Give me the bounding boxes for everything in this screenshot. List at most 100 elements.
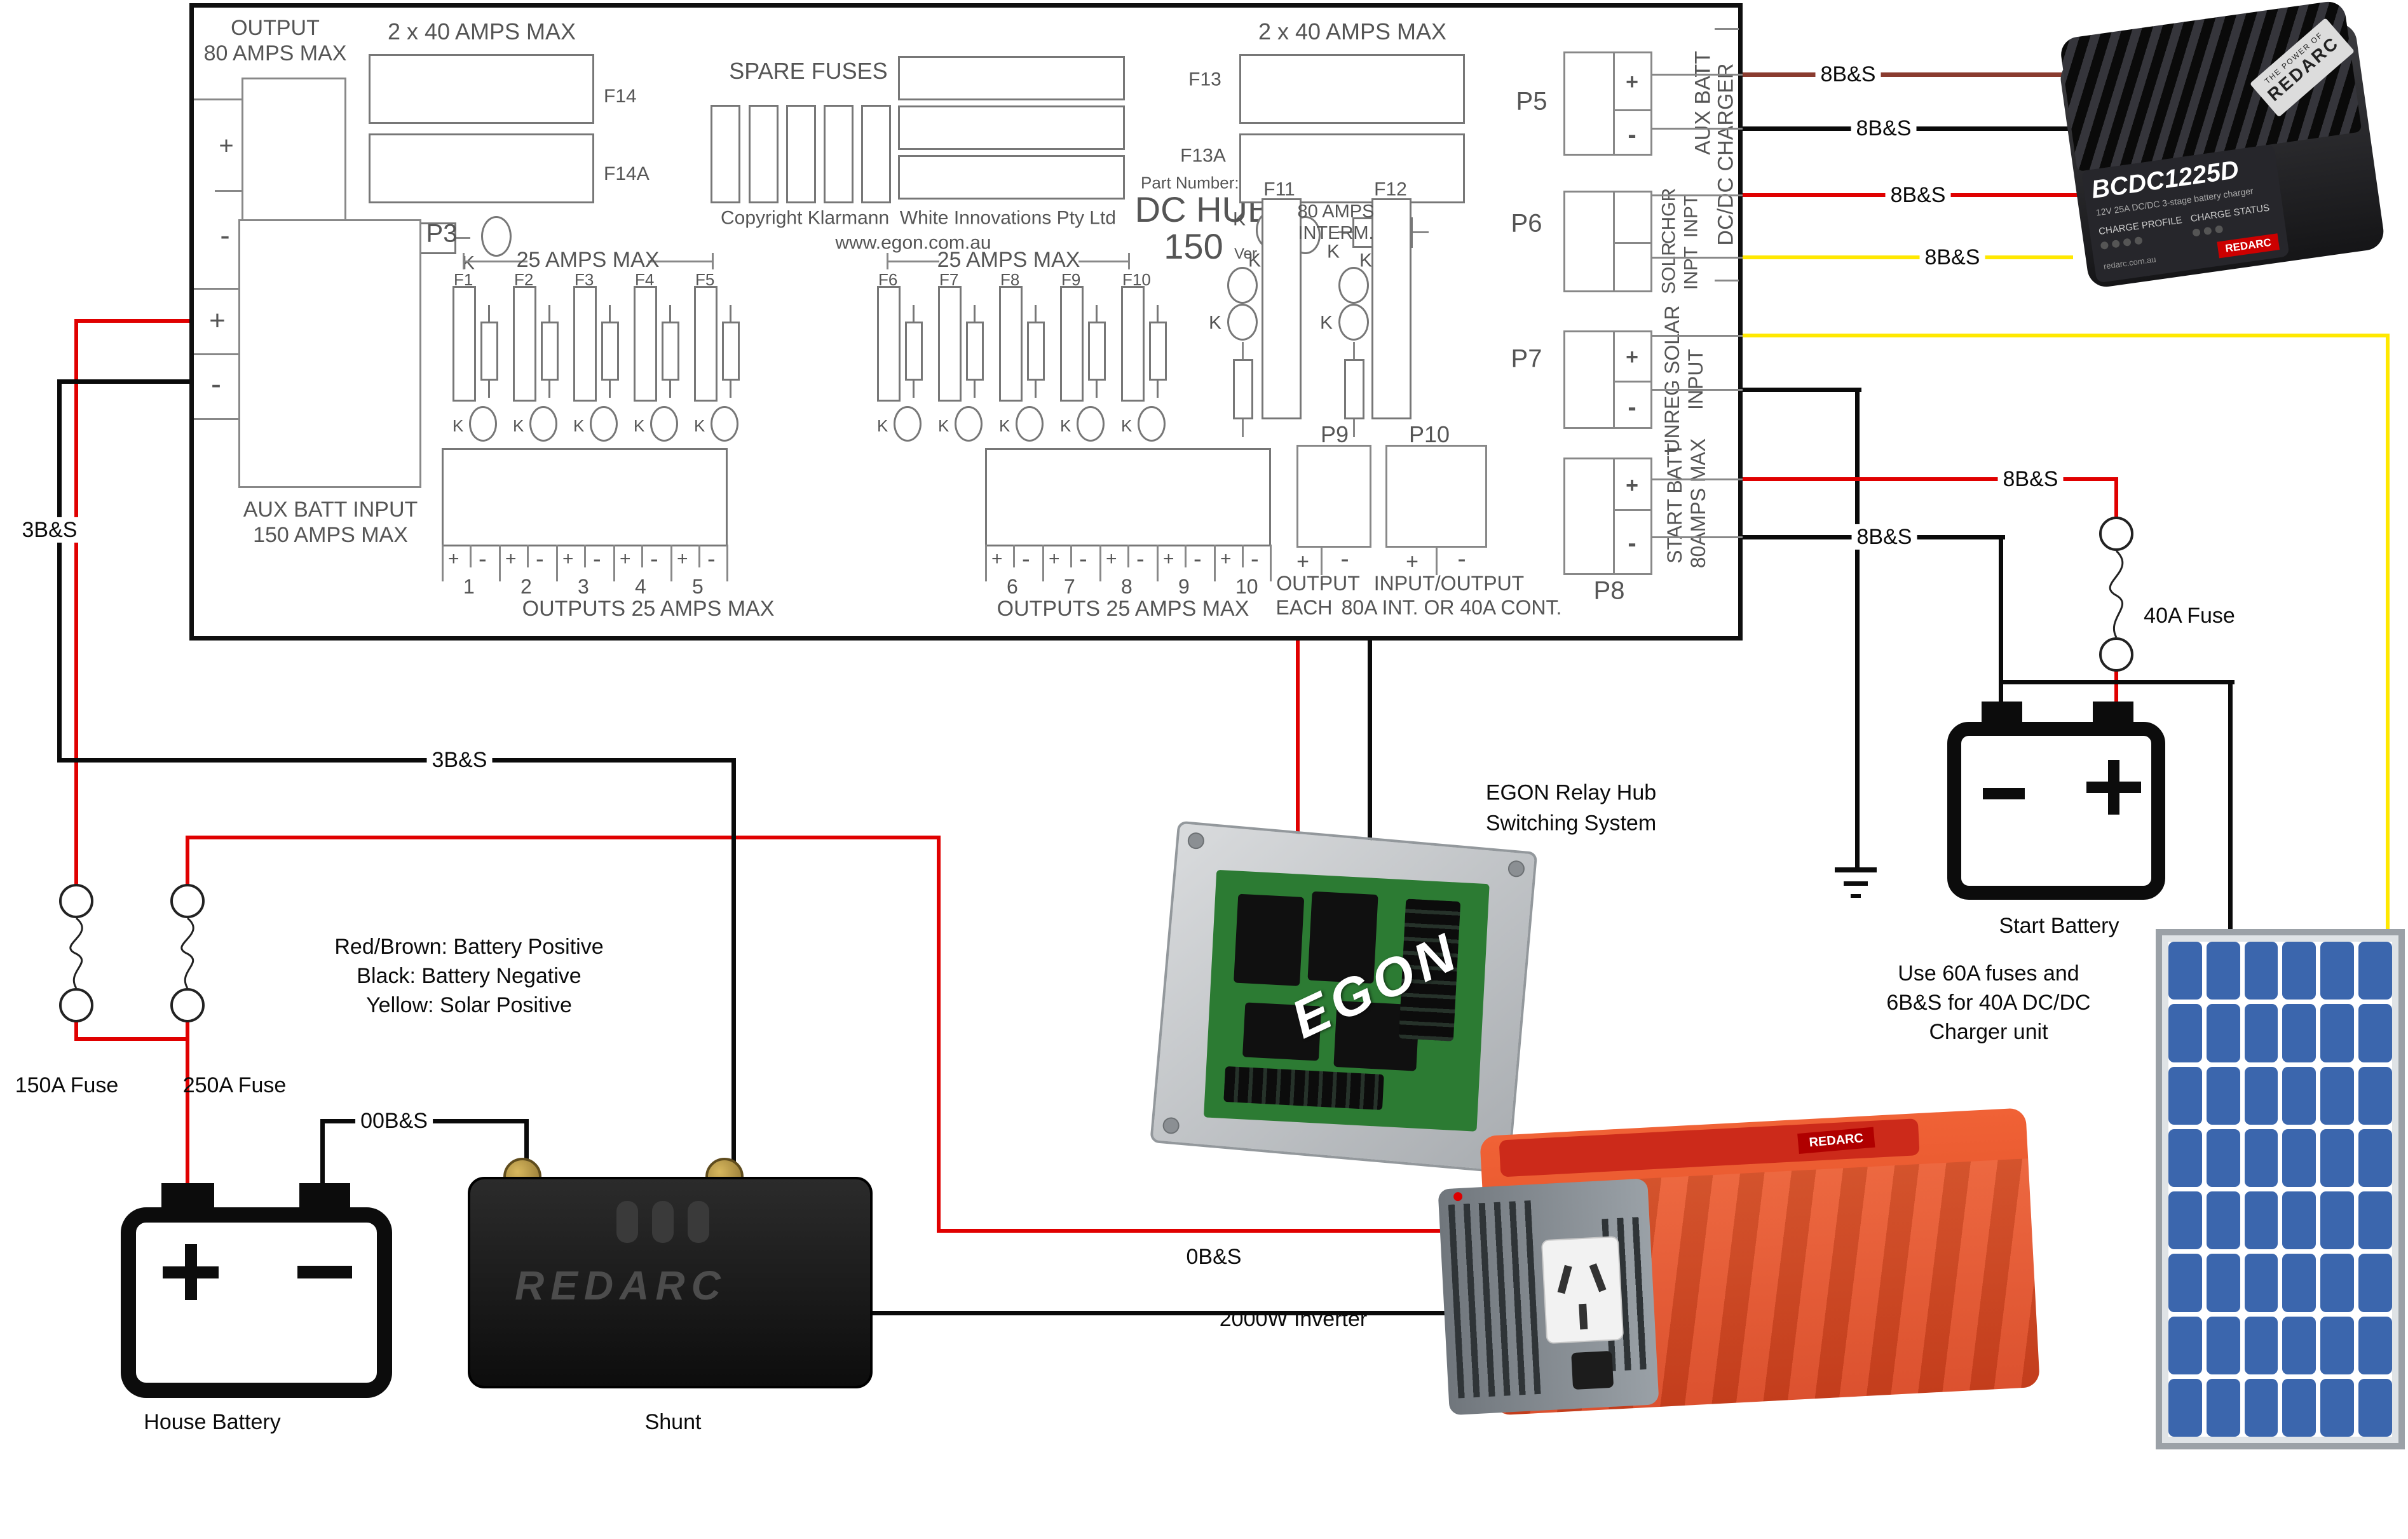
wire-solar-neg bbox=[2228, 680, 2233, 931]
p5-label: P5 bbox=[1516, 87, 1548, 116]
fuse-40a-bottom bbox=[2099, 637, 2133, 672]
fuse-slot bbox=[1121, 286, 1145, 402]
wire-batt-neg bbox=[57, 758, 736, 763]
minus: - bbox=[1251, 546, 1259, 573]
wire-inverter-neg bbox=[820, 1311, 1462, 1315]
terminal-number: 5 bbox=[692, 575, 704, 598]
terminal-number: 4 bbox=[635, 575, 646, 598]
minus: - bbox=[650, 546, 658, 573]
bracket-end bbox=[887, 253, 888, 269]
label-3bs-left: 3B&S bbox=[17, 517, 83, 543]
solar-panel bbox=[2156, 929, 2405, 1449]
connector-p10 bbox=[1385, 445, 1487, 548]
fuse-250a-bottom bbox=[170, 988, 205, 1022]
plus: + bbox=[1163, 548, 1174, 569]
label-8bs-brown: 8B&S bbox=[1815, 61, 1881, 88]
label-00bs: 00B&S bbox=[355, 1108, 433, 1134]
minus: - bbox=[1022, 546, 1030, 573]
f12-k-label: K bbox=[1359, 250, 1373, 271]
k-label: K bbox=[513, 416, 524, 435]
relay-slot bbox=[601, 322, 619, 381]
solar-cell bbox=[2244, 1254, 2278, 1312]
led bbox=[2203, 226, 2212, 236]
edge-stub bbox=[1652, 335, 1743, 337]
wire-inverter-pos bbox=[937, 1229, 1462, 1233]
max-2x40-left: 2 x 40 AMPS MAX bbox=[387, 18, 576, 44]
relay bbox=[1234, 893, 1305, 986]
lead bbox=[1096, 305, 1098, 322]
lead bbox=[609, 381, 611, 398]
website: www.egon.com.au bbox=[835, 232, 991, 254]
label-inverter: 2000W Inverter bbox=[1219, 1306, 1368, 1331]
minus: - bbox=[479, 546, 487, 573]
p9-plus: + bbox=[1296, 549, 1309, 574]
f13-k-label: K bbox=[1232, 208, 1246, 230]
k-label: K bbox=[694, 416, 705, 435]
fuse-f14a-slot bbox=[369, 133, 594, 203]
inverter-front-panel bbox=[1438, 1178, 1659, 1416]
f11-k-label: K bbox=[1248, 250, 1262, 271]
label-house-battery: House Battery bbox=[144, 1409, 281, 1434]
solar-cell bbox=[2206, 1191, 2240, 1250]
fuse-slot bbox=[999, 286, 1023, 402]
output-channel-5: +-5 bbox=[670, 545, 728, 602]
edge-stub bbox=[1652, 536, 1743, 538]
solar-cell bbox=[2244, 1129, 2278, 1187]
wire-startbatt-pos bbox=[1743, 477, 2118, 481]
wire-batt-pos bbox=[74, 1020, 78, 1041]
outlet-slot bbox=[1589, 1263, 1607, 1292]
bracket-line bbox=[1078, 261, 1130, 262]
wire-startbatt-neg bbox=[1999, 535, 2003, 704]
label-8bs-start-neg: 8B&S bbox=[1851, 524, 1917, 550]
ground-symbol bbox=[1835, 867, 1877, 872]
output-channel-7: +-7 bbox=[1042, 545, 1099, 602]
p9-minus: - bbox=[1340, 545, 1349, 573]
p10-divider bbox=[1436, 548, 1438, 575]
start-battery-minus bbox=[1983, 788, 2025, 799]
p3-stub bbox=[194, 353, 238, 355]
terminal-number: 3 bbox=[578, 575, 589, 598]
led bbox=[2192, 228, 2201, 237]
p4-plus: + bbox=[219, 132, 234, 160]
lead bbox=[1242, 419, 1244, 437]
divider bbox=[1613, 332, 1615, 427]
power-switch bbox=[1571, 1350, 1614, 1390]
f13-label: F13 bbox=[1188, 69, 1221, 90]
minus: - bbox=[707, 546, 716, 573]
plus: + bbox=[1626, 70, 1638, 94]
terminal-strip bbox=[1223, 1066, 1384, 1110]
wire-solar-pos bbox=[1743, 334, 2390, 337]
lead bbox=[1353, 419, 1355, 437]
solar-cell bbox=[2358, 1254, 2392, 1312]
charge-profile-leds bbox=[2100, 235, 2147, 253]
f11-label: F11 bbox=[1263, 179, 1295, 200]
label-3bs-mid: 3B&S bbox=[426, 747, 493, 773]
plus: + bbox=[677, 548, 688, 569]
k-circle bbox=[1077, 406, 1105, 442]
solar-cell bbox=[2320, 1004, 2355, 1062]
wire-00bs bbox=[524, 1119, 529, 1183]
outputs-label-left: OUTPUTS 25 AMPS MAX bbox=[522, 596, 775, 621]
solar-cell bbox=[2358, 1191, 2392, 1250]
f11-k-label: K bbox=[1208, 312, 1222, 334]
f13-relay-lead bbox=[1338, 231, 1352, 233]
p4-minus: - bbox=[220, 218, 230, 252]
p9-label: P9 bbox=[1320, 421, 1349, 447]
f13a-label: F13A bbox=[1180, 145, 1226, 166]
p3-stub bbox=[194, 418, 238, 420]
output-channel-4: +-4 bbox=[613, 545, 670, 602]
minus: - bbox=[1136, 546, 1145, 573]
k-circle bbox=[711, 406, 738, 442]
wire-00bs bbox=[320, 1119, 325, 1190]
lead bbox=[488, 305, 490, 322]
k-label: K bbox=[1060, 416, 1071, 435]
outlet-slot bbox=[1579, 1303, 1588, 1330]
led bbox=[2123, 238, 2132, 247]
bracket-25-left: 25 AMPS MAX bbox=[516, 247, 660, 272]
fuse-slot bbox=[573, 286, 597, 402]
inverter-device: REDARC bbox=[1409, 1088, 2048, 1459]
lead bbox=[730, 381, 731, 398]
dcdc-bracket bbox=[1715, 28, 1739, 30]
